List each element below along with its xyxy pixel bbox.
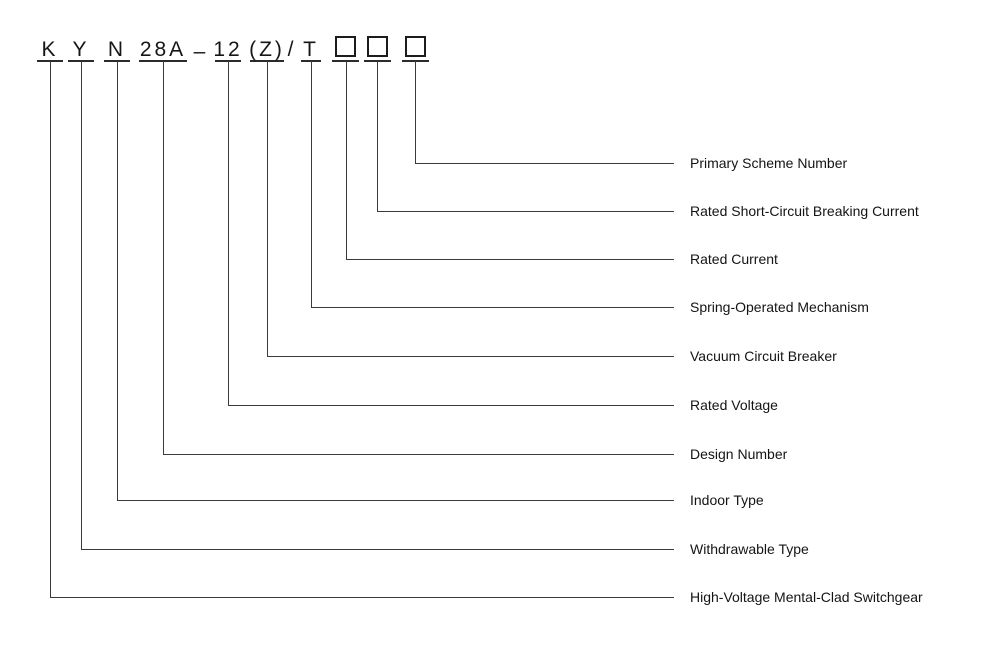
connector-rated-current [346, 61, 674, 260]
code-segment-rated-current [332, 34, 359, 62]
code-slash: / [287, 38, 297, 61]
connector-spring-operated-mechanism [311, 61, 674, 308]
label-withdrawable-type: Withdrawable Type [690, 541, 809, 557]
code-segment-n: N [104, 34, 130, 62]
code-segment-design: 28A [139, 34, 187, 62]
connector-vacuum-circuit-breaker [267, 61, 674, 357]
label-spring-operated-mechanism: Spring-Operated Mechanism [690, 299, 869, 315]
label-primary-scheme-number: Primary Scheme Number [690, 155, 848, 171]
connector-switchgear-type [50, 61, 674, 598]
code-segment-mechanism: T [301, 34, 321, 62]
connector-indoor-type [117, 61, 674, 501]
code-dash: – [193, 40, 209, 63]
label-rated-voltage: Rated Voltage [690, 397, 778, 413]
placeholder-box-2 [367, 36, 388, 57]
connector-breaking-current [377, 61, 674, 212]
code-segment-scheme-number [402, 34, 429, 62]
connector-primary-scheme-number [415, 61, 674, 164]
label-rated-current: Rated Current [690, 251, 778, 267]
placeholder-box-1 [335, 36, 356, 57]
code-segment-breaker: (Z) [249, 34, 284, 62]
label-vacuum-circuit-breaker: Vacuum Circuit Breaker [690, 348, 837, 364]
connector-rated-voltage [228, 61, 674, 406]
placeholder-box-3 [405, 36, 426, 57]
code-segment-breaking-current [364, 34, 391, 62]
label-design-number: Design Number [690, 446, 788, 462]
connector-design-number [163, 61, 674, 455]
connector-withdrawable-type [81, 61, 674, 550]
label-breaking-current: Rated Short-Circuit Breaking Current [690, 203, 919, 219]
label-indoor-type: Indoor Type [690, 492, 764, 508]
code-segment-k: K [37, 34, 63, 62]
label-switchgear-type: High-Voltage Mental-Clad Switchgear [690, 589, 923, 605]
code-segment-y: Y [68, 34, 94, 62]
code-segment-voltage: 12 [213, 34, 241, 62]
